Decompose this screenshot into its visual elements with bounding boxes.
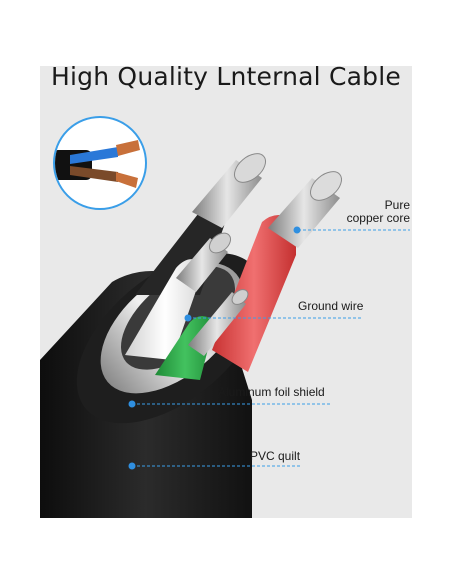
ground-wire-label: Ground wire bbox=[298, 299, 364, 313]
white-wire bbox=[125, 259, 205, 360]
copper-core-label-line1: Pure bbox=[384, 198, 410, 212]
red-wire bbox=[212, 215, 296, 372]
cable-inset-icon bbox=[53, 116, 147, 210]
leader-lines bbox=[132, 229, 410, 467]
pvc-quilt-label: PVC quilt bbox=[250, 449, 301, 463]
leader-dots bbox=[128, 226, 301, 470]
ground-wire bbox=[188, 292, 246, 356]
page-title: High Quality Lnternal Cable bbox=[51, 62, 401, 91]
copper-core-label-line2: copper core bbox=[346, 211, 410, 225]
foil-shield-label: Aluminum foil shield bbox=[218, 385, 325, 399]
copper-core-label: Pure copper core bbox=[347, 199, 410, 225]
